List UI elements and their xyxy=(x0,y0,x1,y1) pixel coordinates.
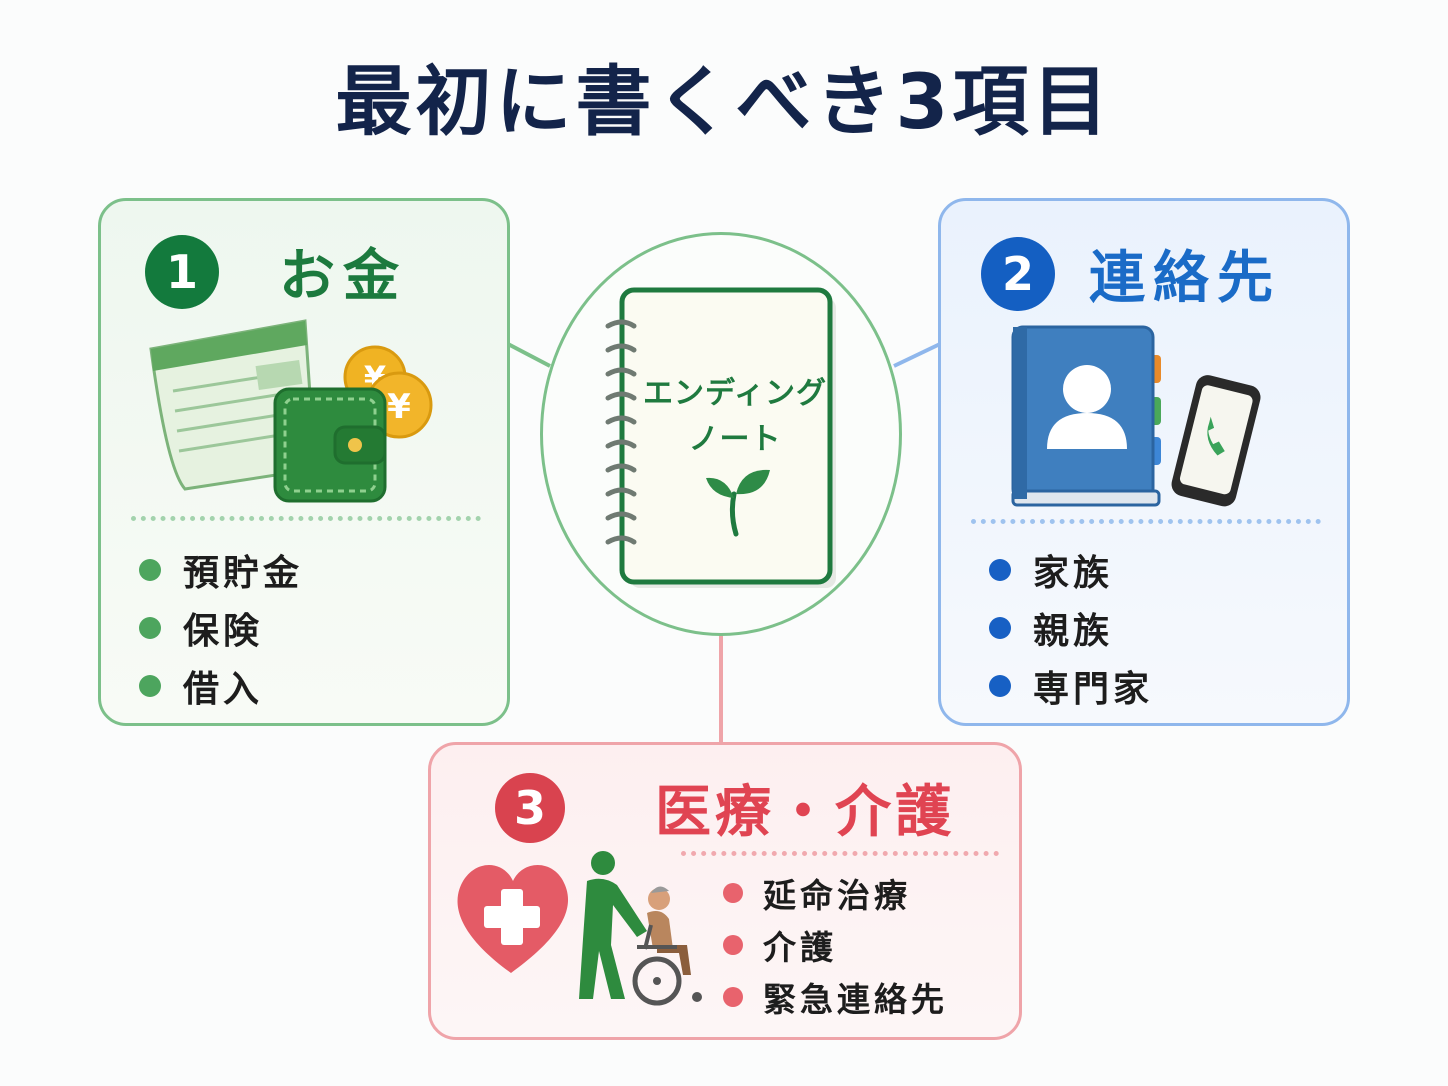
card-title: 医療・介護 xyxy=(655,780,955,845)
wallet-icon xyxy=(273,387,387,503)
list-item: 延命治療 xyxy=(723,867,948,919)
bullet-dot xyxy=(139,675,161,697)
notebook-label-line1: エンディング xyxy=(643,376,827,411)
bullet-dot xyxy=(989,559,1011,581)
connector-money xyxy=(507,342,551,368)
card-divider xyxy=(681,851,999,856)
smartphone-icon xyxy=(1171,375,1261,507)
contacts-illustration xyxy=(1011,325,1261,507)
card-title: お金 xyxy=(279,244,407,309)
card-number-badge: 1 xyxy=(145,234,219,309)
card-care-header: 3 医療・介護 xyxy=(495,767,955,848)
list-item: 借入 xyxy=(139,657,303,715)
card-care-list: 延命治療 介護 緊急連絡先 xyxy=(723,867,948,1023)
bullet-dot xyxy=(723,935,743,955)
bullet-dot xyxy=(989,617,1011,639)
address-book-icon xyxy=(1011,325,1161,507)
heart-cross-icon xyxy=(457,864,569,973)
card-money: 1 お金 ¥ ¥ 預貯金 保険 借入 xyxy=(98,198,510,726)
card-contacts: 2 連絡先 家族 親族 専門家 xyxy=(938,198,1350,726)
card-number-badge: 2 xyxy=(981,236,1055,311)
card-money-header: 1 お金 xyxy=(145,231,407,312)
bullet-dot xyxy=(723,883,743,903)
care-illustration xyxy=(457,851,702,1006)
bullet-dot xyxy=(139,559,161,581)
card-contacts-header: 2 連絡先 xyxy=(981,233,1281,314)
caregiver-wheelchair-icon xyxy=(579,851,702,1006)
card-contacts-list: 家族 親族 専門家 xyxy=(989,541,1153,715)
svg-text:¥: ¥ xyxy=(387,387,411,427)
ending-note-notebook-icon xyxy=(605,287,836,588)
list-item: 保険 xyxy=(139,599,303,657)
notebook-label-line2: ノート xyxy=(688,422,782,457)
card-care: 3 医療・介護 延命治療 介護 緊急連絡先 xyxy=(428,742,1022,1040)
card-divider xyxy=(131,516,481,521)
list-item: 親族 xyxy=(989,599,1153,657)
card-money-list: 預貯金 保険 借入 xyxy=(139,541,303,715)
card-divider xyxy=(971,519,1321,524)
bullet-dot xyxy=(989,675,1011,697)
page-title: 最初に書くべき3項目 xyxy=(335,57,1113,146)
list-item: 緊急連絡先 xyxy=(723,971,948,1023)
list-item: 家族 xyxy=(989,541,1153,599)
list-item: 介護 xyxy=(723,919,948,971)
list-item: 預貯金 xyxy=(139,541,303,599)
card-number-badge: 3 xyxy=(495,772,565,843)
bullet-dot xyxy=(723,987,743,1007)
card-title: 連絡先 xyxy=(1089,246,1281,311)
money-illustration: ¥ ¥ xyxy=(149,319,433,503)
bullet-dot xyxy=(139,617,161,639)
connector-contacts xyxy=(893,342,941,368)
list-item: 専門家 xyxy=(989,657,1153,715)
sprout-icon xyxy=(706,469,770,537)
